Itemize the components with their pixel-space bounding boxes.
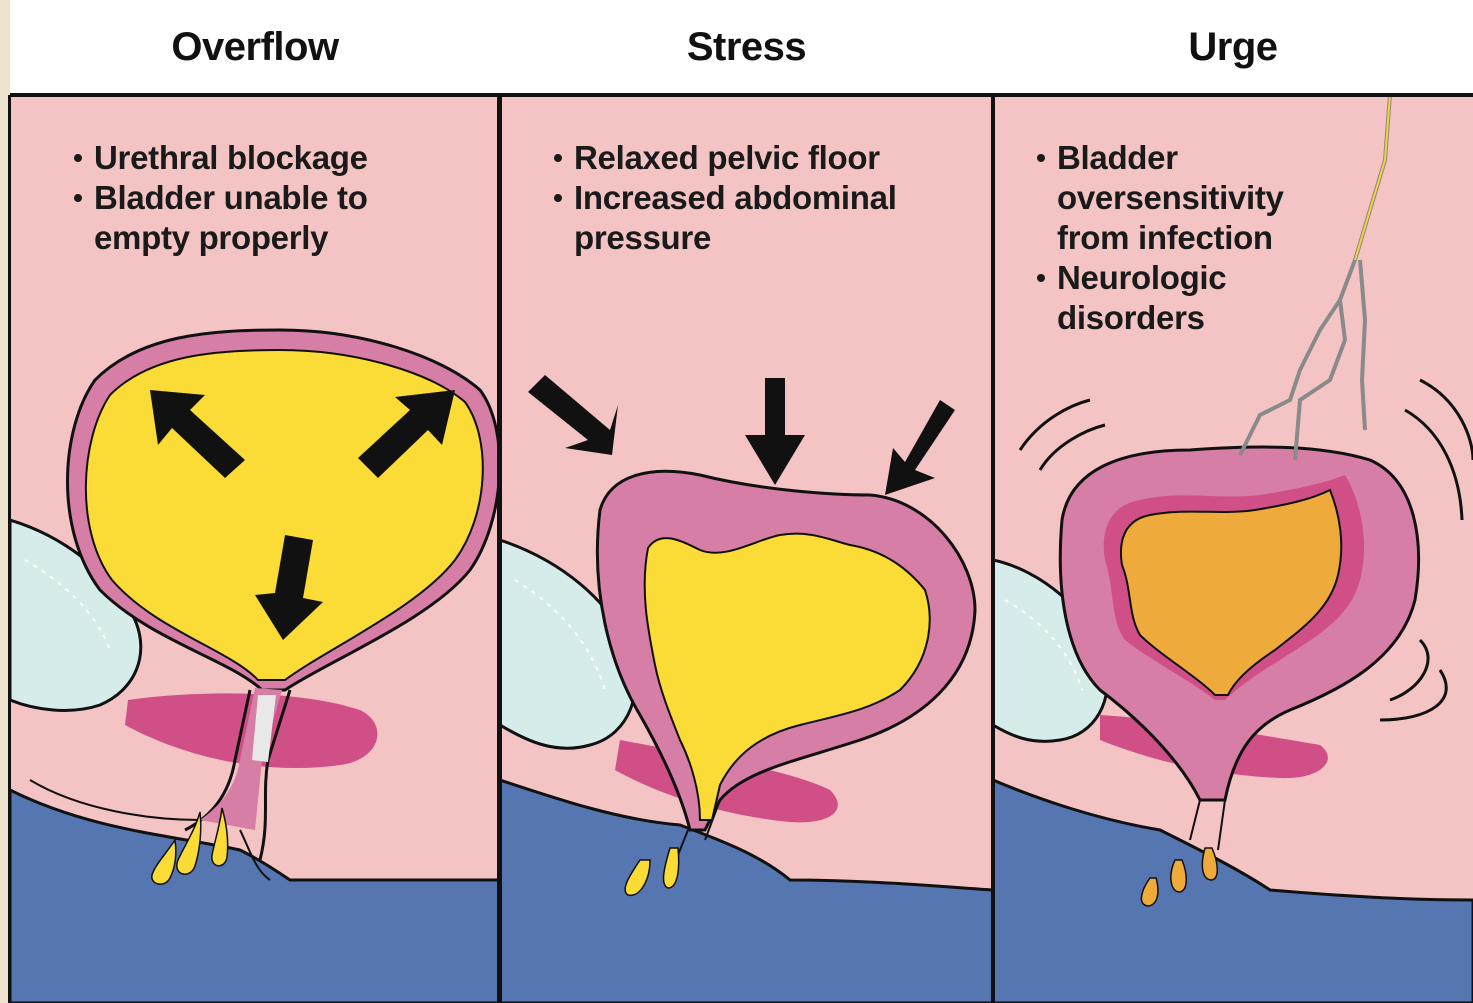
stress-notes: Relaxed pelvic floor Increased abdominal… — [552, 138, 897, 258]
overflow-notes: Urethral blockage Bladder unable to empt… — [72, 138, 368, 258]
bullet-item: Bladder unable to empty properly — [72, 178, 368, 258]
note-text: Increased abdominal pressure — [574, 179, 897, 256]
urine-drop — [1171, 860, 1186, 892]
note-text: Relaxed pelvic floor — [574, 139, 880, 176]
stress-title: Stress — [500, 0, 993, 95]
note-text: Bladder oversensitivity from infection — [1057, 139, 1284, 256]
note-text: Urethral blockage — [94, 139, 368, 176]
panel-divider — [991, 95, 995, 1003]
bullet-item: Increased abdominal pressure — [552, 178, 897, 258]
note-text: Neurologic disorders — [1057, 259, 1226, 336]
panel-border-left — [8, 95, 11, 1003]
urge-notes: Bladder oversensitivity from infection N… — [1035, 138, 1284, 338]
bullet-item: Relaxed pelvic floor — [552, 138, 897, 178]
panel-divider — [497, 95, 502, 1003]
bullet-item: Bladder oversensitivity from infection — [1035, 138, 1284, 258]
note-text: Bladder unable to empty properly — [94, 179, 368, 256]
overflow-title: Overflow — [10, 0, 500, 95]
urge-title: Urge — [993, 0, 1473, 95]
bullet-item: Neurologic disorders — [1035, 258, 1284, 338]
bullet-item: Urethral blockage — [72, 138, 368, 178]
